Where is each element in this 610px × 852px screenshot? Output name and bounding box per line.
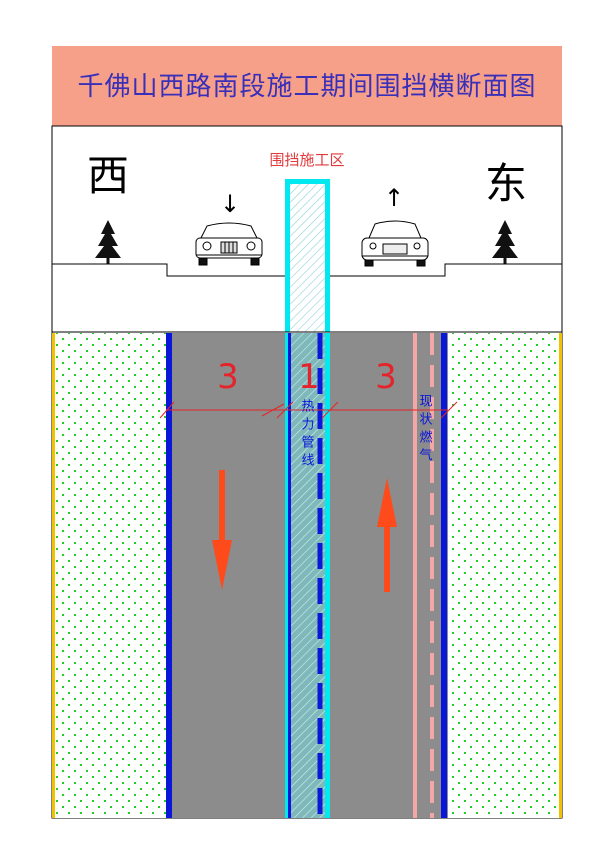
zone-label: 围挡施工区 — [269, 151, 344, 169]
diagram-title: 千佛山西路南段施工期间围挡横断面图 — [77, 72, 536, 102]
gas-pipeline-label: 现状燃气 — [417, 394, 433, 466]
edge-line-west — [166, 333, 172, 818]
lane-count-west: 3 — [217, 357, 239, 397]
title-bar — [52, 46, 562, 126]
edge-line-east — [441, 333, 447, 818]
curb-west — [52, 333, 55, 818]
heat-pipeline-label: 热力管线 — [299, 399, 315, 471]
northbound-traffic-arrow-icon — [377, 478, 397, 592]
car-rear-icon — [361, 220, 429, 267]
car-front-icon — [195, 222, 263, 266]
lane-dimension-line — [159, 401, 458, 419]
gas-line-outer — [413, 333, 417, 818]
southbound-traffic-arrow-icon — [212, 470, 232, 590]
tree-icon-east — [492, 220, 518, 264]
roadway-west — [166, 333, 285, 818]
barrier-elevation-inner — [290, 184, 325, 332]
green-belt-west — [55, 333, 166, 818]
southbound-arrow-icon: ↓ — [220, 190, 240, 218]
lane-count-median: 1 — [298, 357, 320, 397]
west-label: 西 — [87, 151, 129, 200]
curb-east — [559, 333, 562, 818]
lane-count-east: 3 — [375, 357, 397, 397]
northbound-arrow-icon: ↑ — [384, 184, 404, 212]
barrier-inner-edge-left — [288, 333, 291, 818]
ground-line — [52, 263, 562, 277]
tree-icon-west — [95, 220, 121, 264]
green-belt-east — [448, 333, 559, 818]
east-label: 东 — [485, 159, 527, 208]
